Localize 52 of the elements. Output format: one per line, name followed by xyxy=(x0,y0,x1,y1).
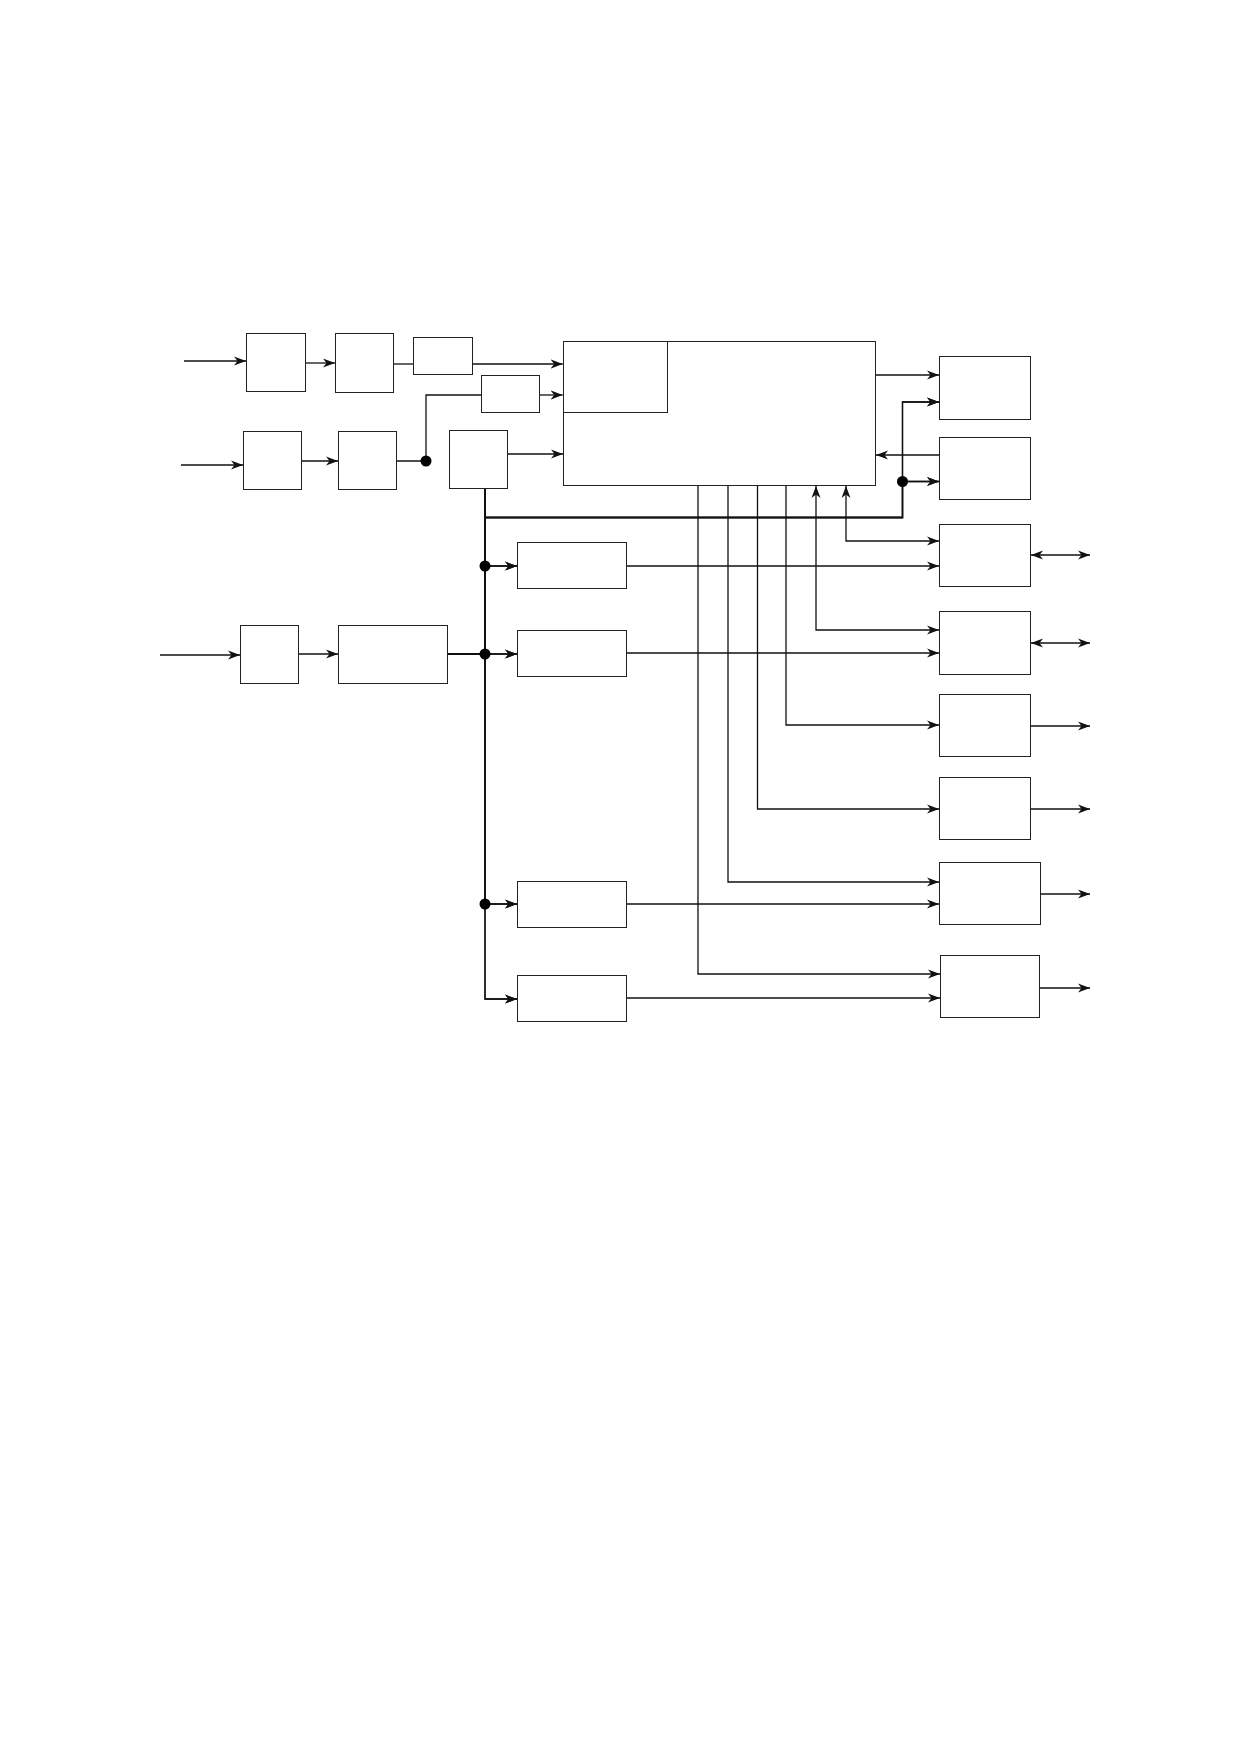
process-block xyxy=(939,862,1041,925)
process-block xyxy=(517,975,627,1022)
arrow xyxy=(697,485,941,979)
arrow xyxy=(159,650,241,660)
process-block xyxy=(338,431,397,490)
arrow xyxy=(626,648,940,658)
process-block xyxy=(413,337,473,375)
arrow xyxy=(472,359,564,369)
process-block xyxy=(939,524,1031,587)
process-block xyxy=(517,630,627,677)
process-block xyxy=(563,341,876,486)
arrow xyxy=(1039,983,1091,993)
process-block xyxy=(517,881,627,928)
arrow xyxy=(875,370,940,380)
arrow xyxy=(305,358,336,368)
arrow xyxy=(180,460,244,470)
process-block xyxy=(562,340,668,413)
process-block xyxy=(939,437,1031,500)
double-arrow xyxy=(1030,638,1091,648)
process-block xyxy=(939,694,1031,757)
arrow xyxy=(298,649,339,659)
process-block xyxy=(939,777,1031,840)
arrow xyxy=(626,561,940,571)
double-arrow xyxy=(811,485,940,635)
process-block xyxy=(246,333,306,392)
arrow xyxy=(507,449,564,459)
arrow xyxy=(539,390,564,400)
process-block xyxy=(939,356,1031,420)
arrow xyxy=(301,456,339,466)
arrow xyxy=(785,485,940,730)
arrow xyxy=(626,899,940,909)
process-block xyxy=(517,542,627,589)
arrow xyxy=(727,485,940,887)
arrow xyxy=(1030,804,1091,814)
process-block xyxy=(939,611,1031,675)
process-block xyxy=(940,955,1040,1018)
process-block xyxy=(243,431,302,490)
process-block xyxy=(338,625,448,684)
process-block xyxy=(481,375,540,413)
double-arrow xyxy=(1030,550,1091,560)
arrow xyxy=(1040,889,1091,899)
connector-line xyxy=(396,394,482,462)
arrow xyxy=(875,450,940,460)
double-arrow xyxy=(841,485,940,546)
process-block xyxy=(240,625,299,684)
arrow xyxy=(756,485,940,814)
arrow xyxy=(1030,721,1091,731)
connector-line xyxy=(393,363,414,365)
process-block xyxy=(335,333,394,393)
process-block xyxy=(449,430,508,489)
arrow xyxy=(626,993,941,1003)
arrow xyxy=(183,356,247,366)
